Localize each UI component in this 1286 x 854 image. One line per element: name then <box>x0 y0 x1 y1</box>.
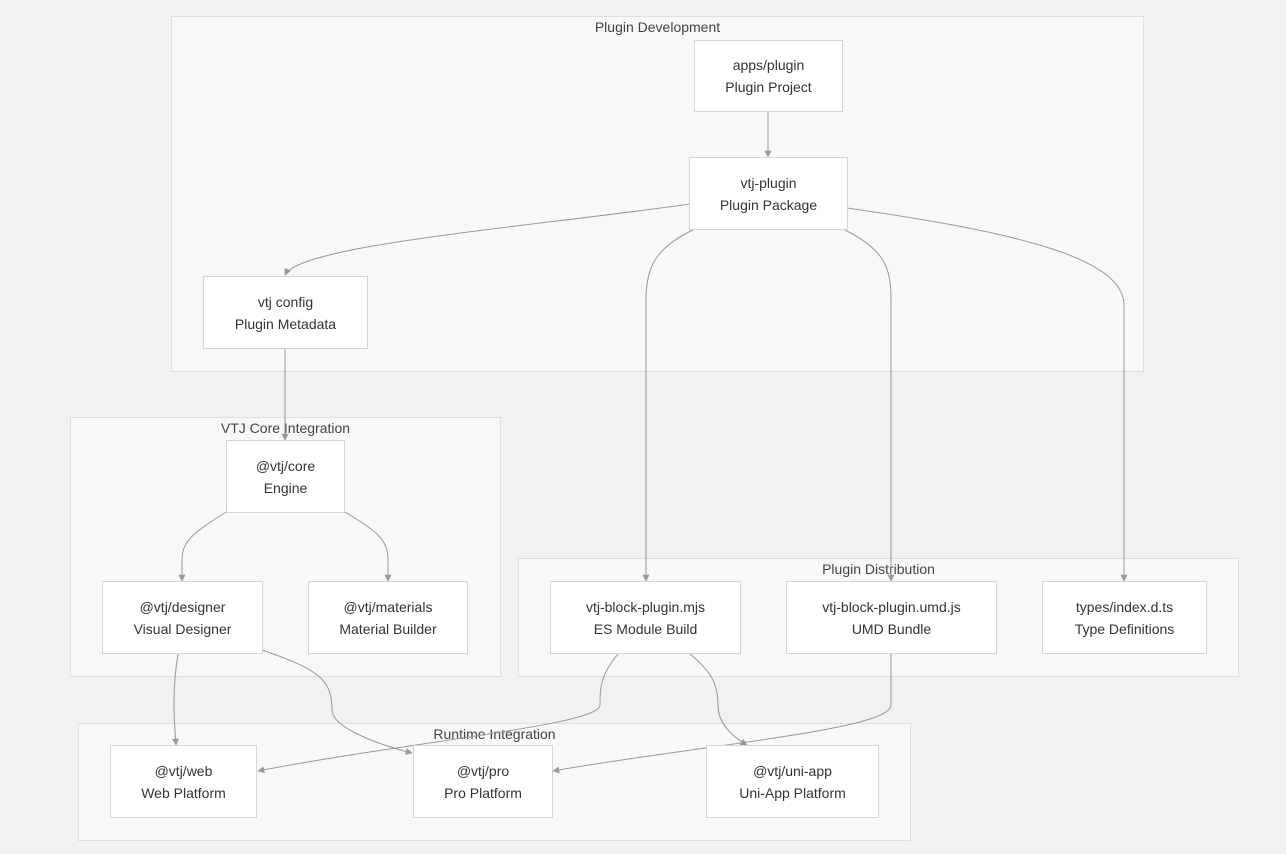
node-label: vtj config <box>257 293 314 310</box>
node-vtj-web[interactable]: @vtj/web Web Platform <box>110 745 257 818</box>
node-sublabel: Engine <box>263 479 308 496</box>
node-label: @vtj/materials <box>343 598 433 615</box>
node-vtj-uni-app[interactable]: @vtj/uni-app Uni-App Platform <box>706 745 879 818</box>
node-sublabel: UMD Bundle <box>851 620 932 637</box>
node-sublabel: Plugin Metadata <box>234 315 337 332</box>
node-sublabel: Visual Designer <box>133 620 232 637</box>
node-vtj-core[interactable]: @vtj/core Engine <box>226 440 345 513</box>
node-sublabel: ES Module Build <box>593 620 698 637</box>
node-vtj-config[interactable]: vtj config Plugin Metadata <box>203 276 368 349</box>
node-label: @vtj/web <box>154 762 213 779</box>
node-sublabel: Uni-App Platform <box>739 784 846 801</box>
node-sublabel: Plugin Project <box>725 79 812 95</box>
node-vtj-designer[interactable]: @vtj/designer Visual Designer <box>102 581 263 654</box>
node-sublabel: Plugin Package <box>719 196 818 213</box>
node-apps-plugin[interactable]: apps/plugin Plugin Project <box>694 40 843 112</box>
cluster-title: Plugin Distribution <box>822 561 935 577</box>
node-sublabel: Material Builder <box>339 620 437 637</box>
node-sublabel: Type Definitions <box>1074 620 1175 637</box>
node-type-definitions[interactable]: types/index.d.ts Type Definitions <box>1042 581 1207 654</box>
node-label: apps/plugin <box>732 57 805 73</box>
node-label: types/index.d.ts <box>1075 598 1174 615</box>
node-vtj-plugin[interactable]: vtj-plugin Plugin Package <box>689 157 848 230</box>
node-label: @vtj/core <box>255 457 316 474</box>
node-label: vtj-plugin <box>740 174 797 191</box>
node-vtj-materials[interactable]: @vtj/materials Material Builder <box>308 581 468 654</box>
node-block-plugin-mjs[interactable]: vtj-block-plugin.mjs ES Module Build <box>550 581 741 654</box>
cluster-title: VTJ Core Integration <box>220 420 351 436</box>
node-block-plugin-umd[interactable]: vtj-block-plugin.umd.js UMD Bundle <box>786 581 997 654</box>
node-label: vtj-block-plugin.mjs <box>585 598 706 615</box>
node-label: @vtj/uni-app <box>753 762 832 779</box>
cluster-title: Runtime Integration <box>433 726 556 742</box>
node-label: vtj-block-plugin.umd.js <box>822 598 961 615</box>
cluster-title: Plugin Development <box>594 19 721 35</box>
node-label: @vtj/designer <box>139 598 226 615</box>
node-sublabel: Pro Platform <box>444 784 522 801</box>
node-label: @vtj/pro <box>456 762 510 779</box>
node-vtj-pro[interactable]: @vtj/pro Pro Platform <box>413 745 553 818</box>
node-sublabel: Web Platform <box>141 784 226 801</box>
